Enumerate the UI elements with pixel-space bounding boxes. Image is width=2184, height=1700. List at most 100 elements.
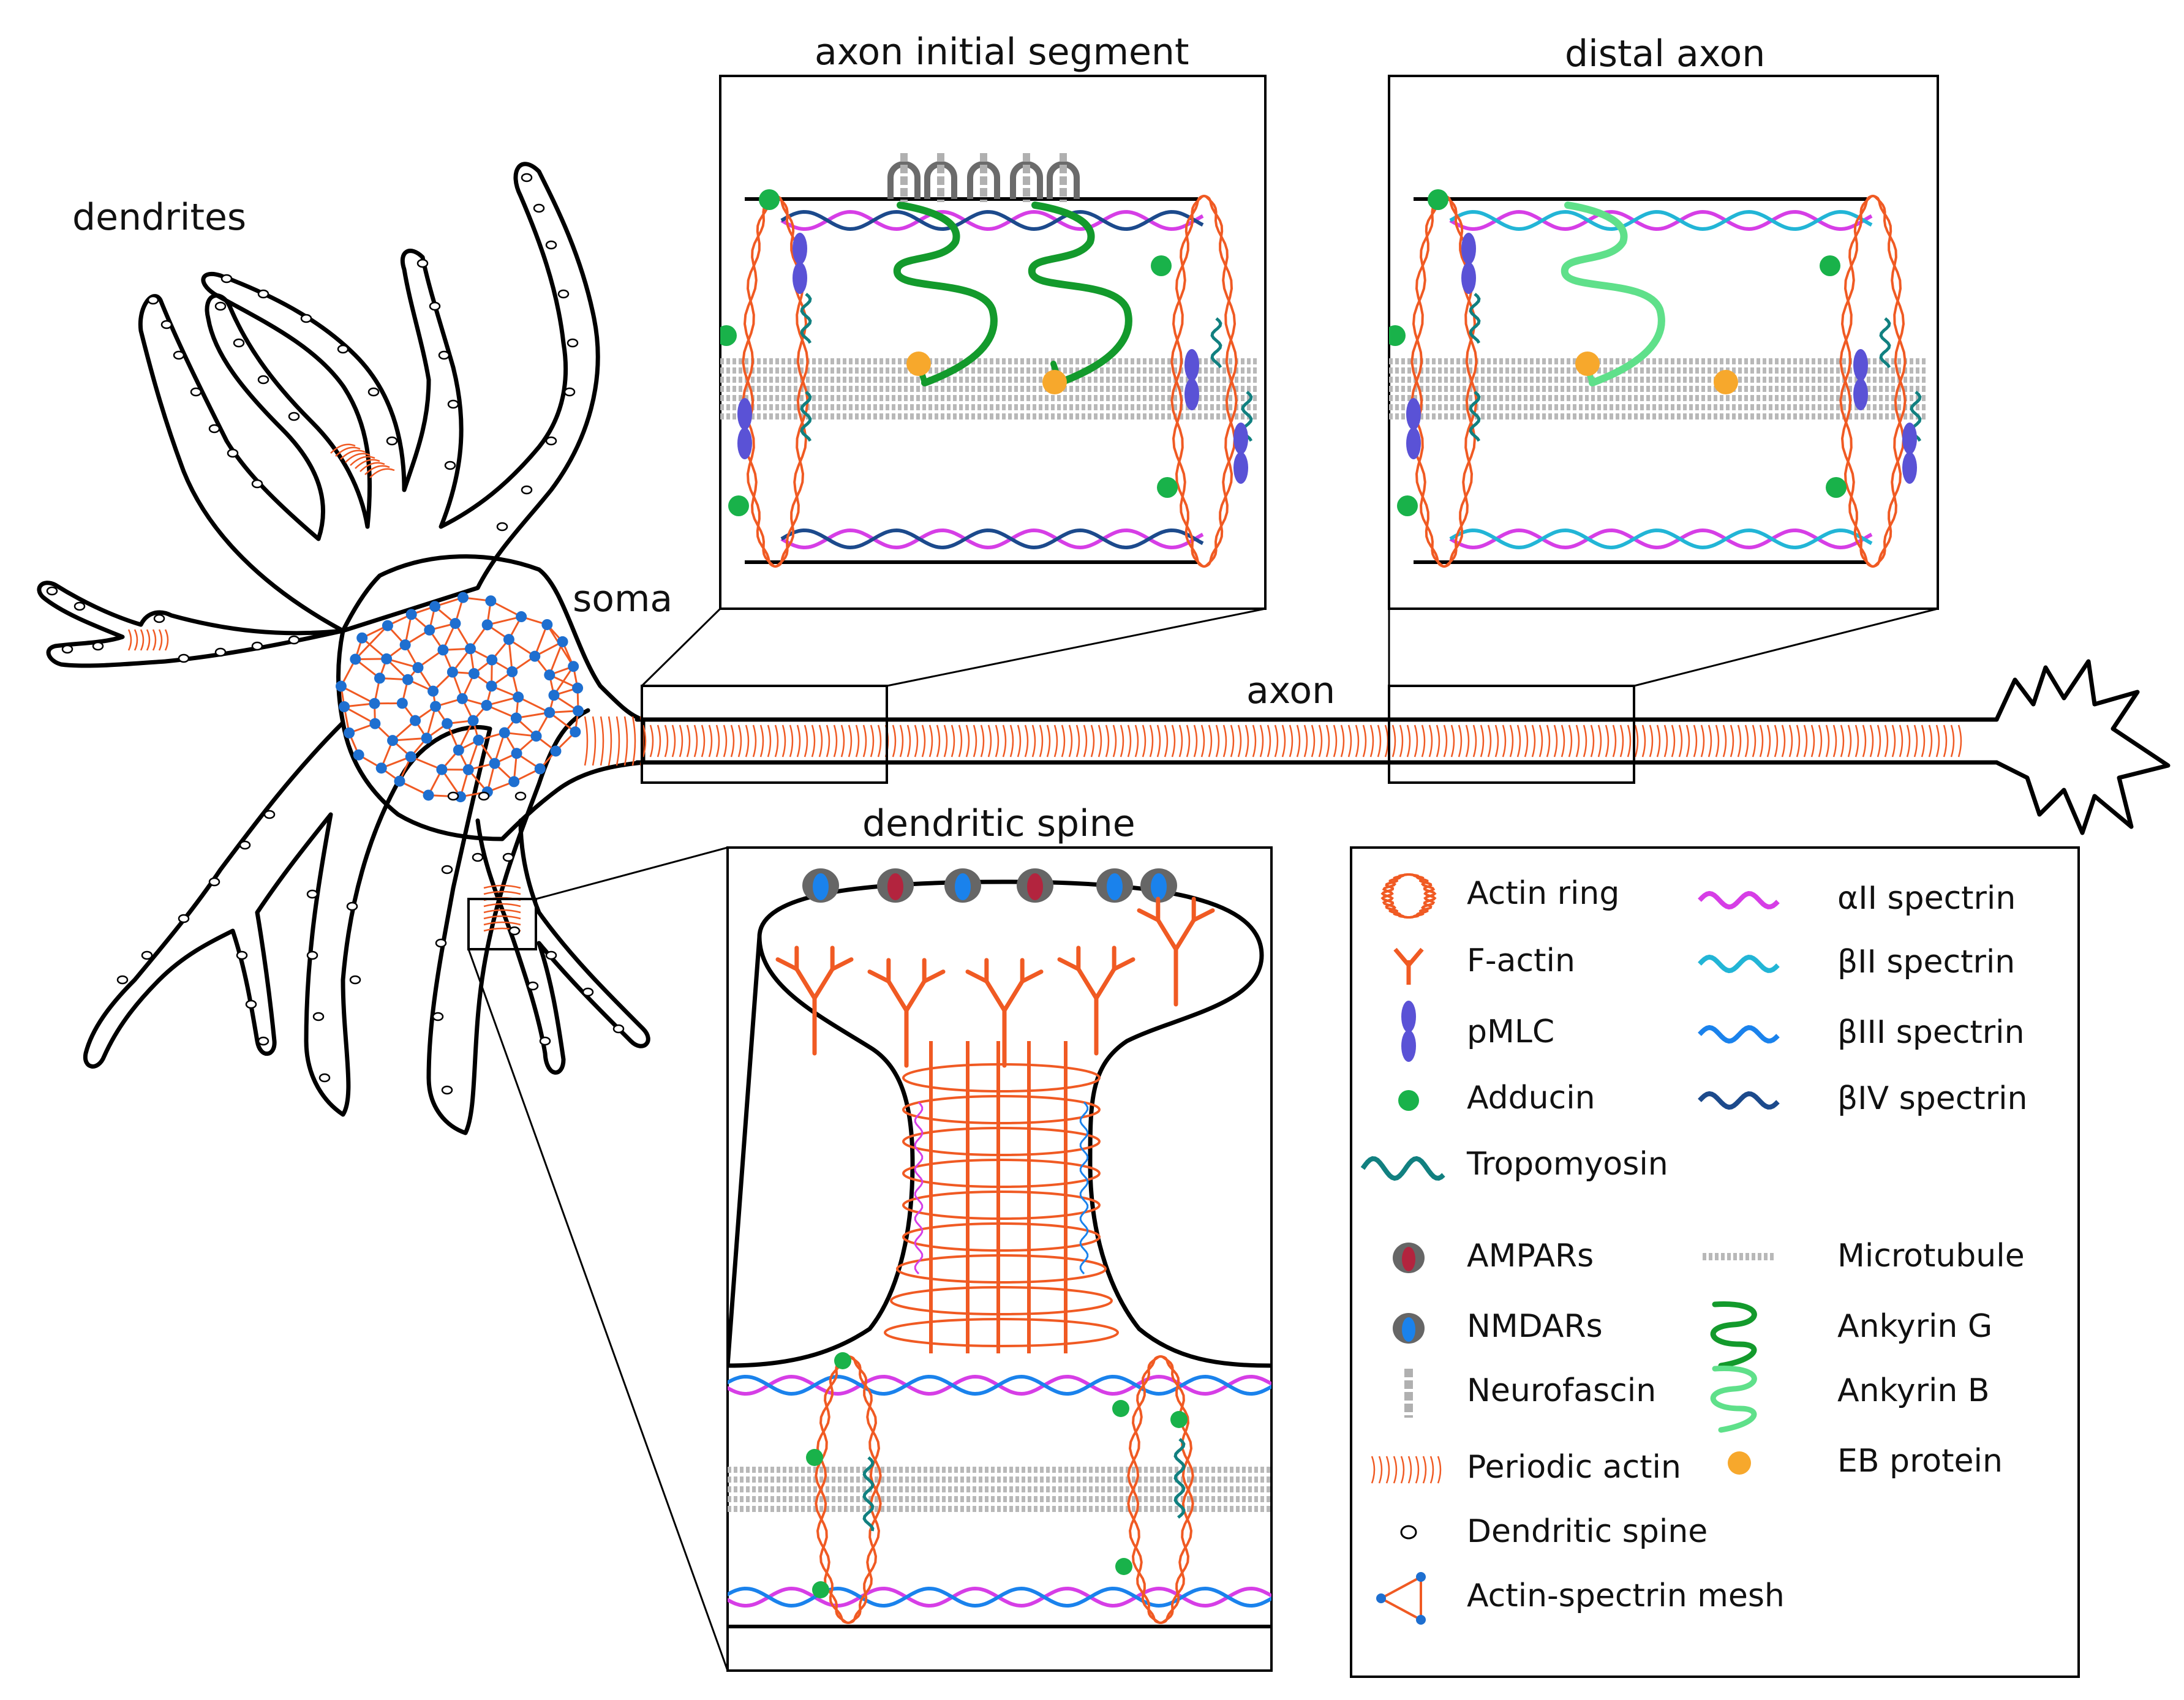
dendritic-spine: [433, 1013, 443, 1020]
dendritic-spine: [546, 952, 556, 959]
periodic-actin-stripe: [1415, 725, 1417, 757]
dendritic-spine: [583, 988, 593, 996]
dendritic-spine: [307, 890, 317, 898]
dendritic-spine: [240, 841, 250, 849]
dendritic-spine: [75, 603, 85, 610]
label-dendrites: dendrites: [72, 196, 246, 239]
mesh-spectrin-node: [573, 705, 584, 716]
mesh-spectrin-node: [376, 762, 387, 773]
periodic-actin-stripe: [1011, 725, 1013, 757]
mesh-spectrin-node: [405, 751, 416, 762]
periodic-actin-stripe: [761, 725, 763, 757]
periodic-actin-stripe: [1172, 725, 1175, 757]
dendritic-spine: [237, 952, 247, 959]
adducin-dot: [1820, 255, 1840, 276]
periodic-actin-stripe: [864, 725, 866, 757]
mesh-spectrin-node: [394, 776, 405, 787]
mesh-spectrin-node: [489, 758, 500, 769]
eb-protein-icon: [1728, 1451, 1751, 1475]
dendritic-spine: [614, 1025, 623, 1032]
pmlc-mark: [1902, 452, 1917, 484]
periodic-actin-stripe: [1496, 725, 1498, 757]
mesh-spectrin-node: [421, 732, 432, 743]
periodic-actin-stripe: [1606, 725, 1608, 757]
mesh-spectrin-node: [437, 644, 448, 655]
zoom-box-distal: [1389, 686, 1634, 783]
periodic-actin-stripe: [702, 725, 704, 757]
adducin-dot: [1112, 1400, 1129, 1417]
mesh-spectrin-node: [531, 731, 542, 742]
periodic-actin-stripe: [1143, 725, 1145, 757]
periodic-actin-stripe: [966, 725, 969, 757]
adducin-dot: [812, 1581, 829, 1598]
legend-label-mesh: Actin-spectrin mesh: [1467, 1578, 1785, 1614]
mesh-spectrin-node: [436, 764, 447, 775]
periodic-actin-stripe: [1709, 725, 1711, 757]
panel-title-distal: distal axon: [1565, 32, 1765, 75]
periodic-actin-stripe: [900, 725, 903, 757]
periodic-actin-stripe: [1363, 725, 1366, 757]
mesh-spectrin-node: [410, 715, 421, 726]
mesh-spectrin-node: [336, 681, 347, 692]
periodic-actin-stripe: [1804, 725, 1807, 757]
periodic-actin-stripe: [1870, 725, 1873, 757]
dendritic-spine: [307, 952, 317, 959]
periodic-actin-stripe: [731, 725, 734, 757]
dendritic-spine: [154, 615, 164, 622]
mesh-spectrin-node: [463, 764, 474, 775]
periodic-actin-stripe: [1643, 725, 1645, 757]
periodic-actin-stripe: [1055, 725, 1057, 757]
periodic-actin-stripe: [709, 725, 712, 757]
pmlc-mark: [737, 427, 752, 459]
periodic-actin-stripe: [672, 725, 675, 757]
periodic-actin-stripe: [724, 725, 726, 757]
periodic-actin-stripe: [1915, 725, 1917, 757]
periodic-actin-stripe: [1407, 725, 1410, 757]
periodic-actin-stripe: [1378, 725, 1380, 757]
periodic-actin-stripe: [1238, 725, 1241, 757]
nmdar-core: [813, 873, 829, 900]
mesh-spectrin-node: [465, 643, 476, 654]
periodic-actin-stripe: [797, 725, 800, 757]
mesh-spectrin-node: [339, 701, 350, 712]
pmlc-mark: [1406, 427, 1421, 459]
axon-terminal: [1997, 661, 2168, 833]
periodic-actin-stripe: [695, 725, 697, 757]
periodic-actin-stripe: [930, 725, 932, 757]
legend-label-a2: αII spectrin: [1837, 880, 2016, 917]
periodic-actin-stripe: [1040, 725, 1042, 757]
legend-label-b2: βII spectrin: [1837, 944, 2015, 980]
eb-protein: [1714, 370, 1738, 394]
mesh-spectrin-node: [535, 763, 546, 774]
periodic-actin-stripe: [1900, 725, 1902, 757]
periodic-actin-stripe: [805, 725, 807, 757]
periodic-actin-stripe: [856, 725, 859, 757]
periodic-actin-stripe: [601, 716, 603, 765]
dendritic-spine: [350, 976, 360, 984]
ampar-core: [887, 873, 903, 900]
periodic-actin-stripe: [1091, 725, 1094, 757]
periodic-actin-stripe: [768, 725, 770, 757]
mesh-spectrin-node: [447, 667, 458, 678]
periodic-actin-stripe: [129, 630, 131, 650]
periodic-actin-stripe: [1951, 725, 1954, 757]
legend-label-actin_ring: Actin ring: [1467, 875, 1619, 912]
mesh-spectrin-node: [503, 634, 514, 645]
periodic-actin-stripe: [1525, 725, 1527, 757]
periodic-actin-stripe: [952, 725, 954, 757]
periodic-actin-stripe: [1385, 725, 1388, 757]
periodic-actin-stripe: [717, 725, 719, 757]
periodic-actin-stripe: [1400, 725, 1403, 757]
pmlc-mark: [1853, 349, 1868, 381]
mesh-spectrin-node: [544, 669, 555, 680]
periodic-actin-stripe: [687, 725, 690, 757]
periodic-actin-stripe: [617, 716, 619, 765]
periodic-actin-stripe: [1885, 725, 1888, 757]
adducin-icon: [1398, 1090, 1419, 1111]
periodic-actin-stripe: [1077, 725, 1079, 757]
mesh-spectrin-node: [382, 620, 393, 631]
periodic-actin-stripe: [871, 725, 873, 757]
periodic-actin-stripe: [1466, 725, 1469, 757]
dendritic-spine: [179, 915, 189, 922]
periodic-actin-stripe: [1062, 725, 1064, 757]
